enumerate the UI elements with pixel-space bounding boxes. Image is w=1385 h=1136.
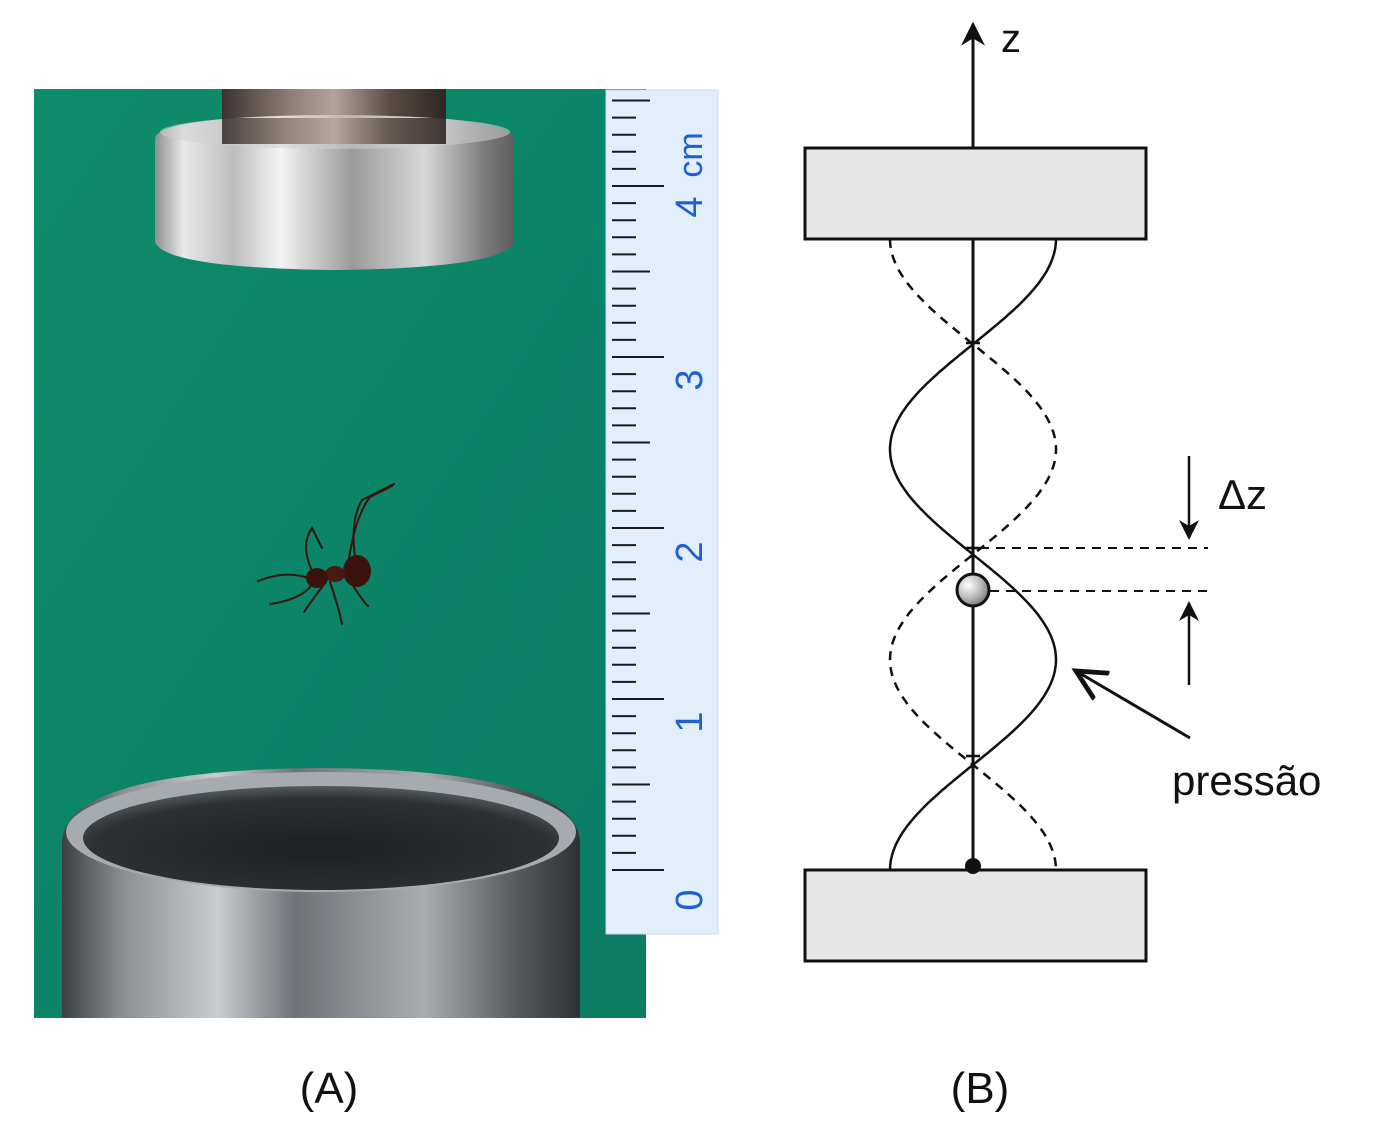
pressure-pointer-arrow [1076, 671, 1191, 740]
photo-panel: 0 1 2 3 4 cm [34, 89, 719, 1018]
ruler: 0 1 2 3 4 cm [605, 89, 719, 935]
upper-transducer [155, 89, 514, 270]
levitated-bead [955, 572, 991, 608]
ruler-ticks [612, 99, 664, 871]
ruler-label-1: 1 [669, 711, 711, 732]
lower-reflector [62, 768, 580, 1018]
schematic-panel: z Δz pressão [803, 17, 1321, 963]
axis-origin-dot [965, 858, 981, 874]
pressure-wave-dashed [888, 238, 1058, 871]
bottom-plate [803, 868, 1148, 963]
levitating-ant-icon [257, 483, 395, 625]
caption-b: (B) [951, 1064, 1010, 1113]
ruler-label-4: 4 [669, 196, 711, 217]
z-axis-label: z [1001, 17, 1021, 61]
top-plate [803, 146, 1148, 241]
ruler-label-3: 3 [669, 369, 711, 390]
ruler-label-0: 0 [669, 889, 711, 910]
caption-a: (A) [300, 1064, 359, 1113]
ruler-label-2: 2 [669, 541, 711, 562]
pressure-label: pressão [1172, 757, 1321, 804]
delta-z-label: Δz [1218, 471, 1267, 518]
node-markers [966, 341, 980, 758]
ruler-unit: cm [672, 132, 710, 177]
